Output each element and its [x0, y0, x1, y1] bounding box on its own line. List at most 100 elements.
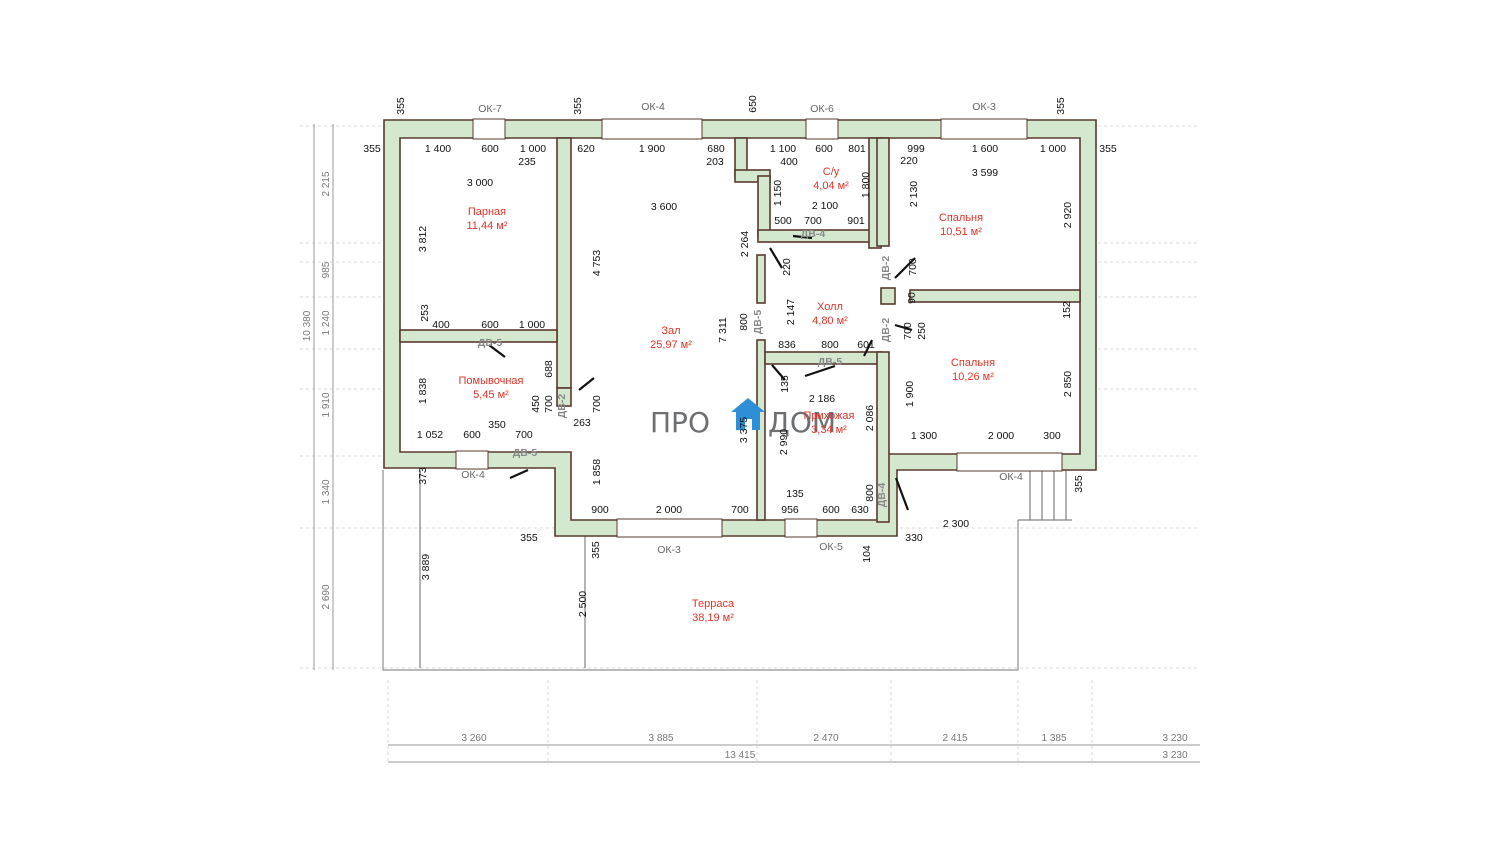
dimension-label: 650	[747, 95, 759, 113]
walls	[383, 119, 1097, 537]
dimension-label: 220	[900, 155, 918, 167]
terrace-outline	[382, 470, 1019, 671]
dimension-label: 2 147	[785, 299, 797, 325]
room-labels: Парная 11,44 м² Зал 25,97 м² С/у 4,04 м²…	[459, 166, 996, 624]
dimension-label: 901	[847, 215, 865, 227]
dimension-label: 2 000	[656, 504, 682, 516]
dimension-label: 2 990	[778, 429, 790, 455]
dimension-label: 1 900	[904, 381, 916, 407]
dimension-label: 1 900	[639, 143, 665, 155]
dimension-label: 2 500	[577, 591, 589, 617]
dimension-label: 600	[822, 504, 840, 516]
dimension-label: 700	[907, 258, 919, 276]
dimension-label: 203	[706, 156, 724, 168]
overall-dimension: 2 215	[321, 171, 332, 196]
dimension-label: 999	[907, 143, 925, 155]
room-area-parnaya: 11,44 м²	[467, 220, 508, 232]
overall-dimension: 3 260	[461, 733, 486, 744]
dimension-label: 2 186	[809, 393, 835, 405]
dimension-label: 2 086	[864, 405, 876, 431]
dimension-label: 104	[861, 545, 873, 563]
door-label: ДВ-4	[876, 483, 888, 508]
dimension-label: 90	[906, 292, 918, 304]
room-name-terrasa: Терраса	[692, 598, 735, 610]
dimension-label: 355	[1055, 97, 1067, 115]
room-name-parnaya: Парная	[468, 206, 506, 218]
dimension-label: 450	[530, 395, 542, 413]
dimension-label: 800	[864, 484, 876, 502]
room-name-pomyvochnaya: Помывочная	[459, 375, 524, 387]
dimension-label: 700	[731, 504, 749, 516]
dimension-label: 620	[577, 143, 595, 155]
room-area-zal: 25,97 м²	[650, 339, 692, 351]
dimension-label: 700	[902, 322, 914, 340]
dimension-label: 2 920	[1062, 202, 1074, 228]
dimension-label: 680	[707, 143, 725, 155]
dimension-label: 3 889	[420, 554, 432, 580]
overall-dimension: 13 415	[725, 750, 756, 761]
dimension-label: 400	[780, 156, 798, 168]
dimension-label: 900	[591, 504, 609, 516]
dimension-label: 3 375	[738, 417, 750, 443]
dimension-label: 355	[520, 532, 538, 544]
dimension-label: 1 150	[772, 180, 784, 206]
dimension-label: 800	[738, 313, 750, 331]
room-area-spalnya-1: 10,51 м²	[940, 226, 982, 238]
room-name-zal: Зал	[661, 325, 680, 337]
dimension-label: 3 600	[651, 201, 677, 213]
dimension-label: 350	[488, 419, 506, 431]
room-area-spalnya-2: 10,26 м²	[952, 371, 994, 383]
dimension-label: 600	[481, 143, 499, 155]
overall-dimension: 3 230	[1162, 750, 1187, 761]
dimension-label: 135	[779, 375, 791, 393]
window-label: ОК-6	[810, 103, 834, 115]
overall-dimension: 2 415	[942, 733, 967, 744]
room-name-su: С/у	[823, 166, 840, 178]
logo-text-right: ДОМ	[768, 406, 836, 439]
window-label: ОК-3	[972, 101, 996, 113]
room-area-holl: 4,80 м²	[812, 315, 848, 327]
overall-dimension-labels: 2 215 985 1 240 1 910 1 340 2 690 10 380…	[302, 171, 1188, 761]
room-area-pomyvochnaya: 5,45 м²	[473, 389, 509, 401]
dimension-label: 1 052	[417, 429, 443, 441]
dimension-label: 263	[573, 417, 591, 429]
dimension-label: 355	[1099, 143, 1117, 155]
window-label: ОК-4	[461, 469, 485, 481]
overall-dimension: 1 340	[321, 479, 332, 504]
steps	[1018, 469, 1072, 521]
dimension-label: 355	[395, 97, 407, 115]
door-label: ДВ-4	[801, 228, 826, 240]
dimension-label: 250	[916, 322, 928, 340]
dimension-label: 2 850	[1062, 371, 1074, 397]
dimension-label: 330	[905, 532, 923, 544]
dimension-label: 355	[590, 541, 602, 559]
dimension-label: 373	[417, 467, 429, 485]
dimension-label: 235	[518, 156, 536, 168]
dimension-label: 800	[821, 339, 839, 351]
dimension-label: 355	[363, 143, 381, 155]
overall-dimension: 3 885	[648, 733, 673, 744]
window-label: ОК-4	[999, 471, 1023, 483]
dimension-label: 4 753	[591, 250, 603, 276]
window-openings	[455, 118, 1063, 538]
dimension-label: 2 000	[988, 430, 1014, 442]
dimension-label: 630	[851, 504, 869, 516]
logo-text-left: ПРО	[650, 406, 710, 439]
dimension-label: 600	[815, 143, 833, 155]
dimension-label: 135	[786, 488, 804, 500]
dimension-label: 3 812	[417, 226, 429, 252]
dimension-label: 956	[781, 504, 799, 516]
window-label: ОК-3	[657, 544, 681, 556]
dimension-label: 220	[781, 258, 793, 276]
overall-dimension: 10 380	[302, 310, 313, 341]
dimension-label: 688	[543, 360, 555, 378]
house-icon	[731, 398, 765, 430]
room-name-holl: Холл	[817, 301, 843, 313]
door-label: ДВ-2	[556, 394, 568, 419]
dimension-label: 355	[1073, 475, 1085, 493]
dimension-label: 1 000	[520, 143, 546, 155]
dimension-label: 601	[857, 339, 875, 351]
dimension-label: 152	[1061, 301, 1073, 319]
overall-dimension: 1 910	[321, 392, 332, 417]
overall-dimension: 985	[321, 261, 332, 278]
